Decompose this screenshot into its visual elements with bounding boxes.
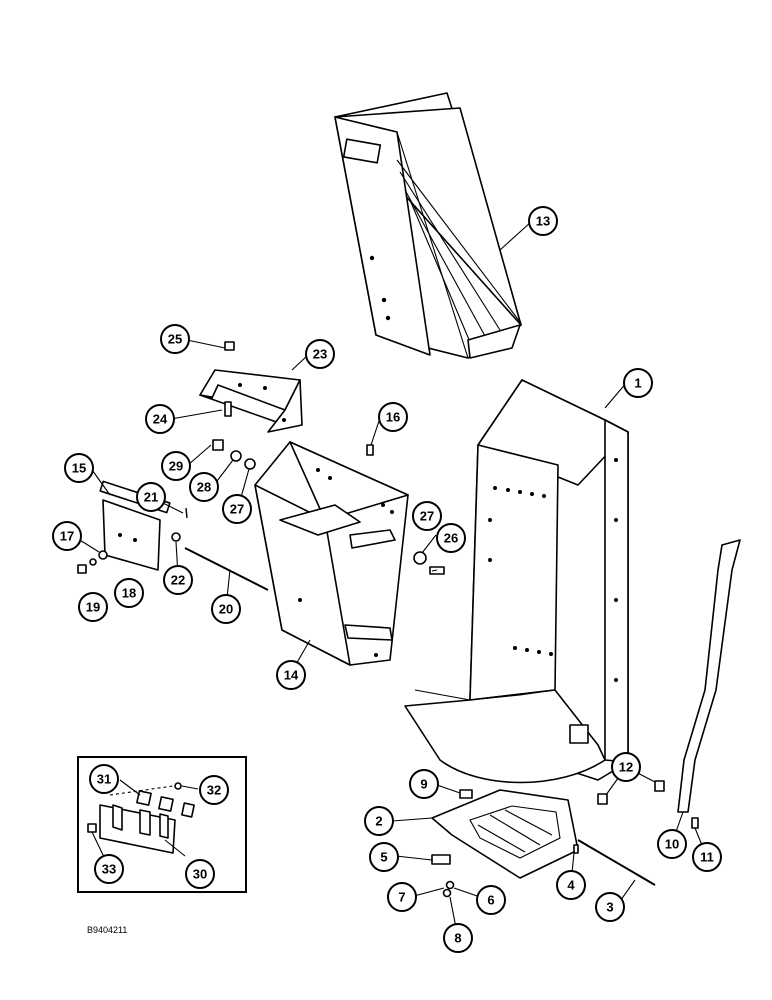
svg-text:6: 6	[487, 893, 494, 908]
chute-shield-part	[254, 441, 409, 666]
callout-29: 29	[161, 451, 191, 481]
step-rod-part	[577, 839, 656, 886]
svg-text:22: 22	[171, 573, 185, 588]
callout-4: 4	[556, 870, 586, 900]
svg-text:24: 24	[153, 412, 168, 427]
drawing-code: B9404211	[87, 925, 127, 935]
svg-text:4: 4	[567, 878, 575, 893]
callout-28: 28	[189, 472, 219, 502]
callout-30: 30	[185, 859, 215, 889]
callout-3: 3	[595, 892, 625, 922]
svg-text:20: 20	[219, 602, 233, 617]
svg-text:33: 33	[102, 862, 116, 877]
mounting-bracket-part	[199, 369, 303, 433]
support-strap-part	[677, 539, 741, 813]
svg-text:27: 27	[420, 509, 434, 524]
callout-22: 22	[163, 565, 193, 595]
callout-33: 33	[94, 854, 124, 884]
svg-text:18: 18	[122, 586, 136, 601]
callout-23: 23	[305, 339, 335, 369]
svg-text:32: 32	[207, 783, 221, 798]
hardware-parts	[77, 341, 699, 898]
callout-16: 16	[378, 402, 408, 432]
callout-6: 6	[476, 885, 506, 915]
svg-text:25: 25	[168, 332, 182, 347]
callout-11: 11	[692, 842, 722, 872]
svg-text:23: 23	[313, 347, 327, 362]
svg-text:11: 11	[700, 850, 714, 865]
step-part	[431, 789, 579, 879]
callout-19: 19	[78, 592, 108, 622]
svg-text:19: 19	[86, 600, 100, 615]
callout-26: 26	[436, 523, 466, 553]
svg-text:1: 1	[634, 376, 641, 391]
svg-text:28: 28	[197, 480, 211, 495]
callout-21: 21	[136, 482, 166, 512]
callout-12: 12	[611, 752, 641, 782]
callout-17: 17	[52, 521, 82, 551]
svg-text:27: 27	[230, 502, 244, 517]
lower-chute-part	[404, 379, 629, 784]
svg-text:8: 8	[454, 931, 461, 946]
svg-text:31: 31	[97, 772, 111, 787]
callout-25: 25	[160, 324, 190, 354]
svg-text:13: 13	[536, 214, 550, 229]
svg-text:15: 15	[72, 461, 86, 476]
hinge-rod-part	[184, 547, 269, 591]
callout-27: 27	[222, 494, 252, 524]
callout-2: 2	[364, 806, 394, 836]
svg-text:16: 16	[386, 410, 400, 425]
callout-27-second: 27	[412, 501, 442, 531]
callout-32: 32	[199, 775, 229, 805]
callout-20: 20	[211, 594, 241, 624]
svg-text:30: 30	[193, 867, 207, 882]
svg-text:21: 21	[144, 490, 158, 505]
svg-text:2: 2	[375, 814, 382, 829]
svg-text:14: 14	[284, 668, 299, 683]
svg-text:10: 10	[665, 837, 679, 852]
callout-31: 31	[89, 764, 119, 794]
callout-5: 5	[369, 842, 399, 872]
callout-10: 10	[657, 829, 687, 859]
callout-1: 1	[623, 368, 653, 398]
svg-text:12: 12	[619, 760, 633, 775]
callout-18: 18	[114, 578, 144, 608]
svg-text:5: 5	[380, 850, 387, 865]
callout-7: 7	[387, 882, 417, 912]
callout-8: 8	[443, 923, 473, 953]
callout-13: 13	[528, 206, 558, 236]
svg-text:17: 17	[60, 529, 74, 544]
svg-text:26: 26	[444, 531, 458, 546]
svg-text:3: 3	[606, 900, 613, 915]
callout-14: 14	[276, 660, 306, 690]
svg-text:7: 7	[398, 890, 405, 905]
svg-text:29: 29	[169, 459, 183, 474]
svg-text:9: 9	[420, 777, 427, 792]
callout-9: 9	[409, 769, 439, 799]
upper-chute-part	[334, 92, 522, 359]
callout-15: 15	[64, 453, 94, 483]
callout-24: 24	[145, 404, 175, 434]
